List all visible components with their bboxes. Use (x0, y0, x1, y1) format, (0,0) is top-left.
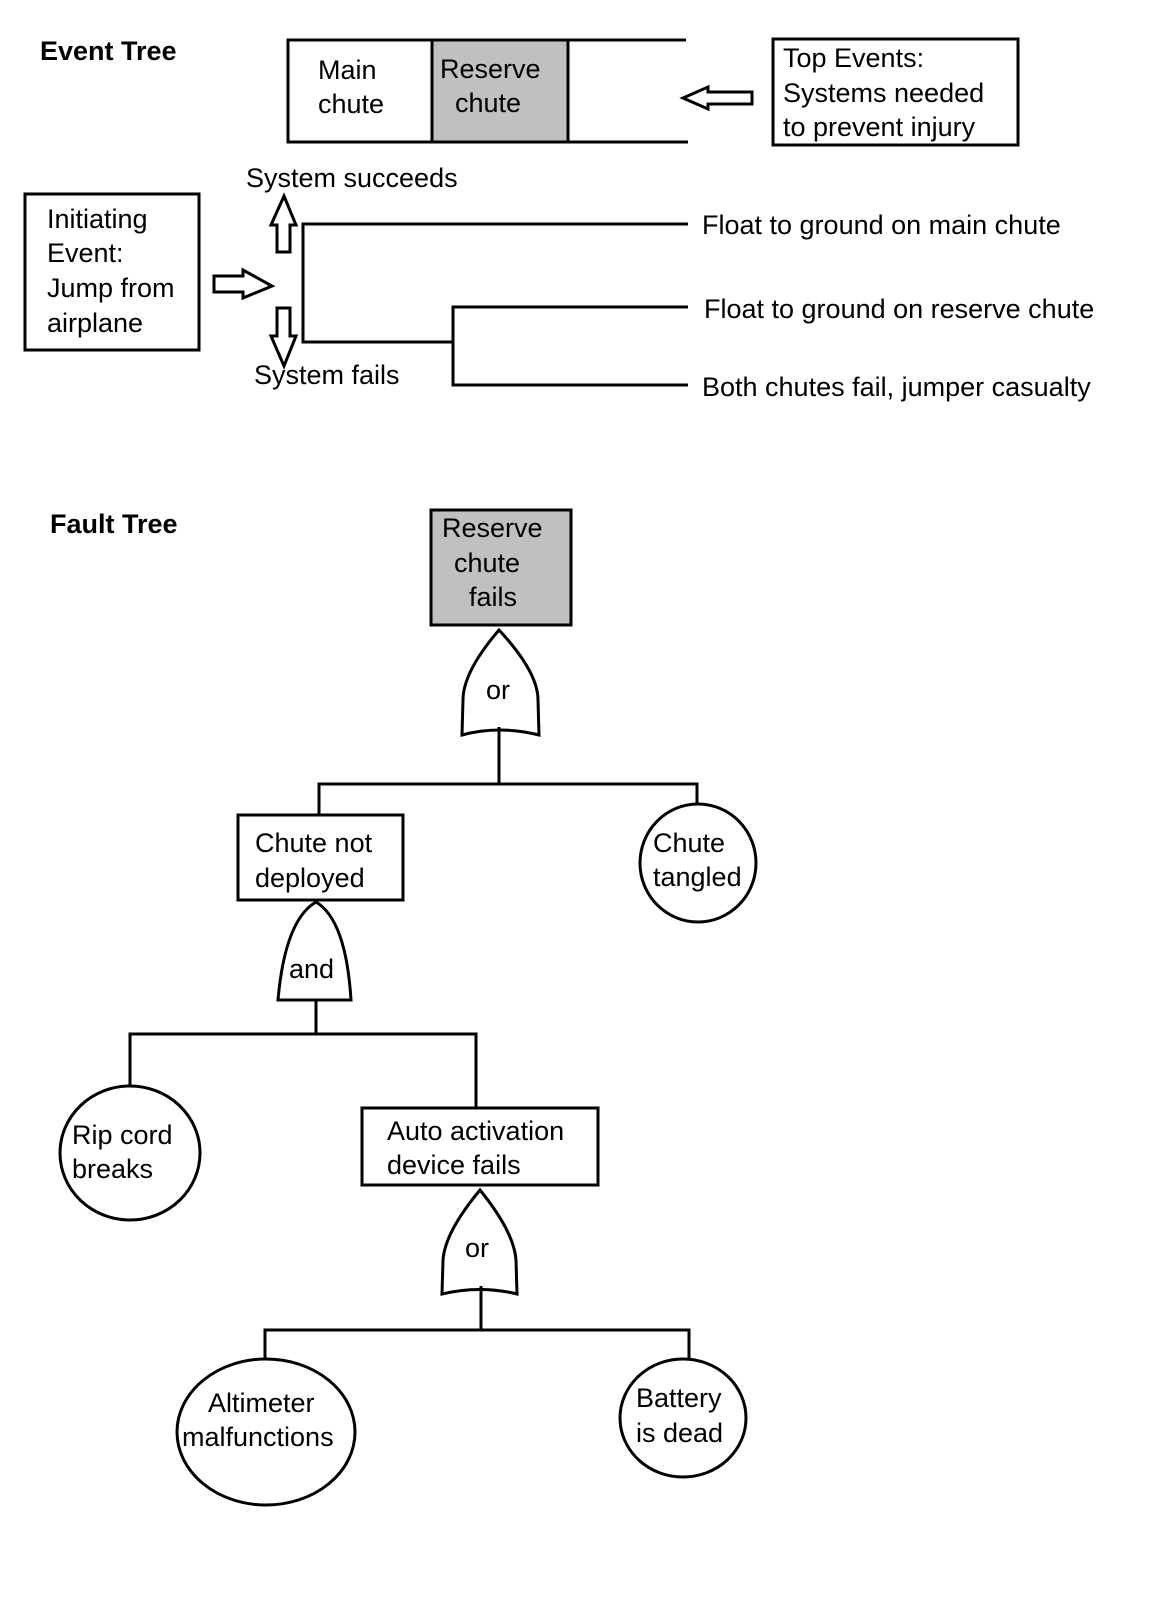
top-events-note-line3: to prevent injury (783, 112, 976, 142)
fault-tree-heading: Fault Tree (50, 509, 178, 539)
auto-activation-line2: device fails (387, 1150, 521, 1180)
altimeter-line2: malfunctions (182, 1422, 334, 1452)
top-events-header: Main chute Reserve chute (286, 38, 688, 144)
initiating-event-line2: Event: (47, 238, 124, 268)
main-chute-line1: Main (318, 55, 377, 85)
system-fails-label: System fails (254, 360, 400, 390)
reserve-chute-line1: Reserve (440, 54, 541, 84)
outcome-reserve-chute: Float to ground on reserve chute (704, 294, 1094, 324)
initiating-event-line3: Jump from (47, 273, 175, 303)
battery-line2: is dead (636, 1418, 723, 1448)
initiating-event-line4: airplane (47, 308, 143, 338)
system-succeeds-label: System succeeds (246, 163, 458, 193)
top-event-line2: chute (454, 548, 520, 578)
chute-tangled-event: Chute tangled (638, 802, 758, 924)
or-gate-top: or (460, 627, 541, 737)
altimeter-malfunctions-event: Altimeter malfunctions (175, 1357, 357, 1507)
chute-tangled-line1: Chute (653, 828, 725, 858)
and-gate-label: and (289, 954, 334, 984)
connector (128, 1032, 478, 1108)
rip-cord-line1: Rip cord (72, 1120, 173, 1150)
arrow-up-icon (268, 192, 299, 254)
and-gate: and (276, 900, 353, 1002)
top-events-note-line1: Top Events: (783, 43, 924, 73)
top-event-box: Reserve chute fails (429, 508, 573, 627)
top-events-note: Top Events: Systems needed to prevent in… (771, 37, 1020, 147)
auto-activation-line1: Auto activation (387, 1116, 564, 1146)
arrow-down-icon (268, 306, 299, 370)
initiating-event-line1: Initiating (47, 204, 148, 234)
top-events-note-line2: Systems needed (783, 78, 984, 108)
battery-line1: Battery (636, 1383, 722, 1413)
battery-dead-event: Battery is dead (618, 1357, 748, 1479)
top-event-line3: fails (469, 582, 517, 612)
arrow-right-icon (212, 267, 276, 301)
rip-cord-line2: breaks (72, 1154, 153, 1184)
chute-not-deployed-line1: Chute not (255, 828, 373, 858)
altimeter-line1: Altimeter (208, 1388, 315, 1418)
initiating-event-box: Initiating Event: Jump from airplane (23, 192, 201, 352)
connector (317, 782, 699, 815)
or-gate-top-label: or (486, 675, 510, 705)
main-chute-column (286, 38, 434, 144)
outcome-casualty: Both chutes fail, jumper casualty (702, 372, 1091, 402)
chute-tangled-line2: tangled (653, 862, 742, 892)
or-gate-aad: or (440, 1187, 519, 1296)
chute-not-deployed-box: Chute not deployed (236, 813, 405, 902)
event-tree-branches (301, 222, 688, 387)
event-tree-heading: Event Tree (40, 36, 177, 66)
outcome-main-chute: Float to ground on main chute (702, 210, 1061, 240)
reserve-chute-line2: chute (455, 88, 521, 118)
arrow-left-icon (679, 84, 754, 112)
top-event-line1: Reserve (442, 513, 543, 543)
main-chute-line2: chute (318, 89, 384, 119)
rip-cord-breaks-event: Rip cord breaks (58, 1084, 202, 1222)
or-gate-aad-label: or (465, 1233, 489, 1263)
chute-not-deployed-line2: deployed (255, 863, 365, 893)
reserve-chute-column (430, 38, 570, 144)
auto-activation-fails-box: Auto activation device fails (360, 1106, 600, 1187)
